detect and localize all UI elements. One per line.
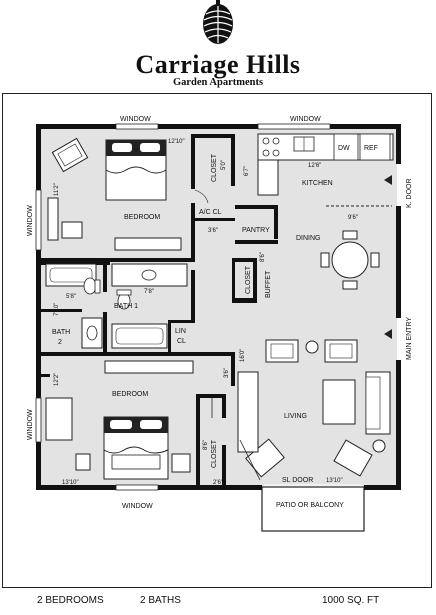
dim-10: 7'8" — [144, 289, 154, 295]
dining-label: DINING — [296, 235, 321, 242]
footer-area: 1000 SQ. FT — [322, 595, 380, 606]
armchair-living-4-icon — [333, 439, 373, 477]
closet-top-label: CLOSET — [211, 153, 218, 182]
refrigerator-label: REF — [364, 145, 378, 152]
exterior-walls — [36, 124, 401, 490]
dim-1: 12'10" — [168, 139, 185, 145]
kitchen-label: KITCHEN — [302, 180, 333, 187]
dim-11: 7'10" — [54, 303, 60, 316]
dim-2: 11'2" — [54, 183, 60, 196]
desk-top-icon — [47, 197, 59, 241]
toilet-2-icon — [83, 277, 101, 295]
coffee-table-icon — [322, 379, 356, 425]
bedroom-bottom-label: BEDROOM — [112, 391, 148, 398]
nightstand-left-icon — [75, 453, 91, 471]
ac-closet-label: A/C CL — [199, 209, 222, 216]
dim-7: 3'6" — [208, 228, 218, 234]
window-top-left-label: WINDOW — [120, 116, 151, 123]
pinecone-logo-icon — [203, 0, 233, 44]
armchair-top-icon — [51, 137, 89, 173]
desk-bottom-icon — [45, 397, 73, 441]
window-bottom-label: WINDOW — [122, 503, 153, 510]
sink-2-icon — [86, 325, 98, 341]
linen-closet-label-line2: CL — [177, 338, 186, 345]
bathtub-1-icon — [45, 263, 97, 287]
stove-icon — [262, 137, 280, 157]
linen-closet-label-line1: LIN — [175, 328, 186, 335]
footer-baths: 2 BATHS — [140, 595, 181, 606]
dim-9: 5'8" — [66, 294, 76, 300]
sink-1-icon — [141, 269, 157, 281]
window-left-bottom-label: WINDOW — [27, 409, 34, 440]
side-table-icon — [305, 340, 319, 354]
nightstand-icon — [171, 453, 191, 473]
main-entry-label: MAIN ENTRY — [406, 317, 413, 360]
k-door-label: K. DOOR — [406, 178, 413, 208]
kitchen-door-arrow-icon — [384, 175, 392, 185]
pantry-label: PANTRY — [242, 227, 270, 234]
dim-12: 12'2" — [54, 373, 60, 386]
windows — [35, 123, 331, 491]
dim-3: 5'0" — [221, 160, 227, 170]
bathtub-2-icon — [111, 323, 168, 349]
dishwasher-label: DW — [338, 145, 350, 152]
footer-bedrooms: 2 BEDROOMS — [37, 595, 104, 606]
dim-18: 13'10" — [326, 478, 343, 484]
toilet-1-icon — [116, 289, 132, 310]
bath2-label-line2: 2 — [58, 339, 62, 346]
brand-header: Carriage Hills Garden Apartments — [0, 0, 436, 92]
dresser-bottom-icon — [104, 360, 194, 374]
closet-mid-label: CLOSET — [245, 265, 252, 294]
dim-17: 2'6" — [213, 480, 223, 486]
sofa-icon — [365, 371, 391, 435]
dim-16: 13'10" — [62, 480, 79, 486]
closet-bottom-label: CLOSET — [211, 439, 218, 468]
sl-door-label: SL DOOR — [282, 477, 313, 484]
entertainment-unit-icon — [237, 371, 259, 453]
refrigerator-icon — [359, 133, 391, 161]
window-top-right-label: WINDOW — [290, 116, 321, 123]
bedroom-top-label: BEDROOM — [124, 214, 160, 221]
patio-area — [261, 486, 365, 532]
chair-top-icon — [61, 221, 83, 239]
bed-top-icon — [105, 139, 167, 201]
main-entry-arrow-icon — [384, 329, 392, 339]
bed-bottom-icon — [103, 416, 169, 480]
dim-8: 8'6" — [260, 252, 266, 262]
dim-6: 9'6" — [348, 215, 358, 221]
dishwasher-icon — [333, 133, 359, 161]
dim-4: 6'7" — [244, 166, 250, 176]
side-table-2-icon — [372, 439, 386, 453]
dim-5: 12'6" — [308, 163, 321, 169]
buffet-label: BUFFET — [265, 270, 272, 298]
armchair-living-1-icon — [265, 339, 299, 363]
dim-14: 16'0" — [240, 349, 246, 362]
bath2-label-line1: BATH — [52, 329, 70, 336]
armchair-living-2-icon — [324, 339, 358, 363]
bath1-label: BATH 1 — [114, 303, 138, 310]
brand-name: Carriage Hills — [135, 50, 301, 79]
dining-table-icon — [320, 230, 380, 290]
brand-subtitle: Garden Apartments — [172, 77, 264, 88]
dim-13: 3'6" — [224, 368, 230, 378]
living-label: LIVING — [284, 413, 307, 420]
dresser-top-icon — [114, 237, 182, 251]
patio-label: PATIO OR BALCONY — [276, 502, 344, 509]
window-left-top-label: WINDOW — [27, 205, 34, 236]
dim-15: 8'6" — [203, 440, 209, 450]
